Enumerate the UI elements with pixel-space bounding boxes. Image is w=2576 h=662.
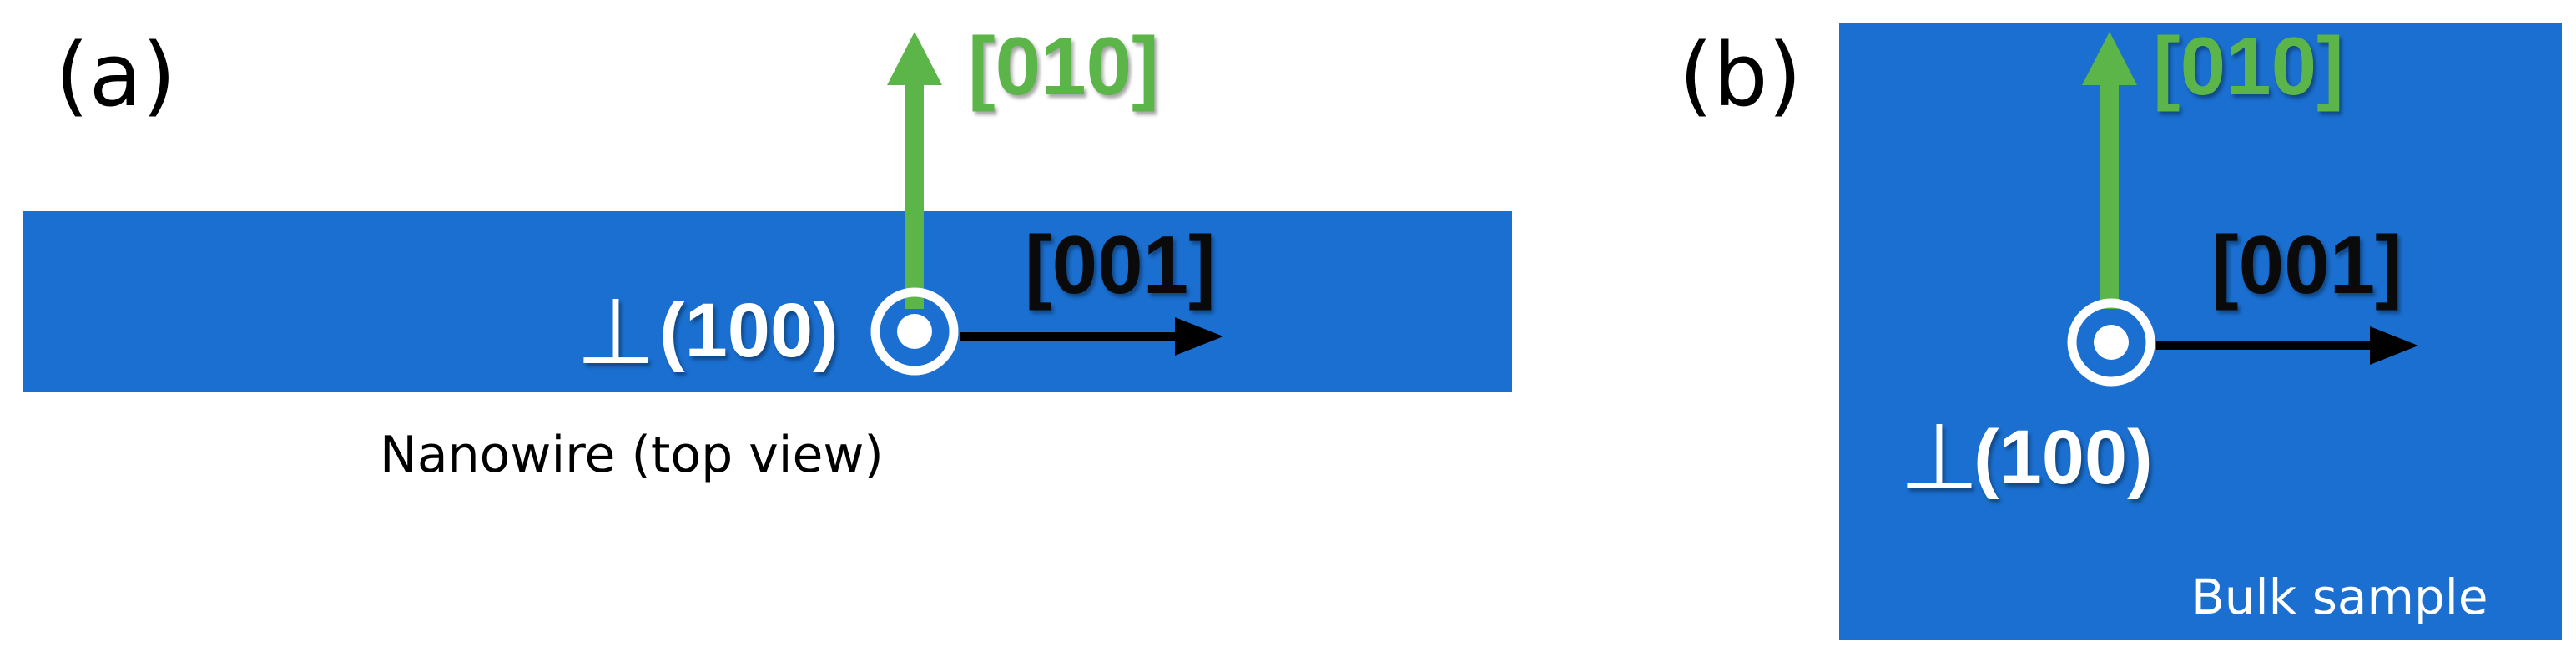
panel-a-out-of-plane-icon xyxy=(870,287,959,376)
panel-a-label: (a) xyxy=(55,24,176,126)
panel-a-y-axis-arrow xyxy=(887,32,942,309)
nanowire-bar xyxy=(23,211,1512,392)
panel-b-label: (b) xyxy=(1679,24,1802,126)
panel-b-x-axis-arrow xyxy=(2156,326,2418,365)
panel-b-y-axis-arrow xyxy=(2082,32,2137,309)
panel-b-x-axis-label: [001] xyxy=(2211,219,2402,311)
bulk-sample-box xyxy=(1839,23,2562,640)
panel-a-y-axis-label: [010] xyxy=(968,20,1159,112)
panel-b-caption: Bulk sample xyxy=(2191,569,2488,625)
panel-a-x-axis-label: [001] xyxy=(1025,219,1216,311)
panel-a-caption: Nanowire (top view) xyxy=(380,426,884,484)
panel-b-out-of-plane-icon xyxy=(2067,298,2155,387)
panel-a-perp-symbol: ⊥ xyxy=(576,278,656,385)
panel-a-x-axis-arrow xyxy=(960,317,1223,356)
panel-a-plane-label: (100) xyxy=(659,288,839,373)
panel-b-perp-symbol: ⊥ xyxy=(1899,403,1979,510)
panel-b-y-axis-label: [010] xyxy=(2153,20,2344,112)
panel-b-plane-label: (100) xyxy=(1974,415,2153,500)
